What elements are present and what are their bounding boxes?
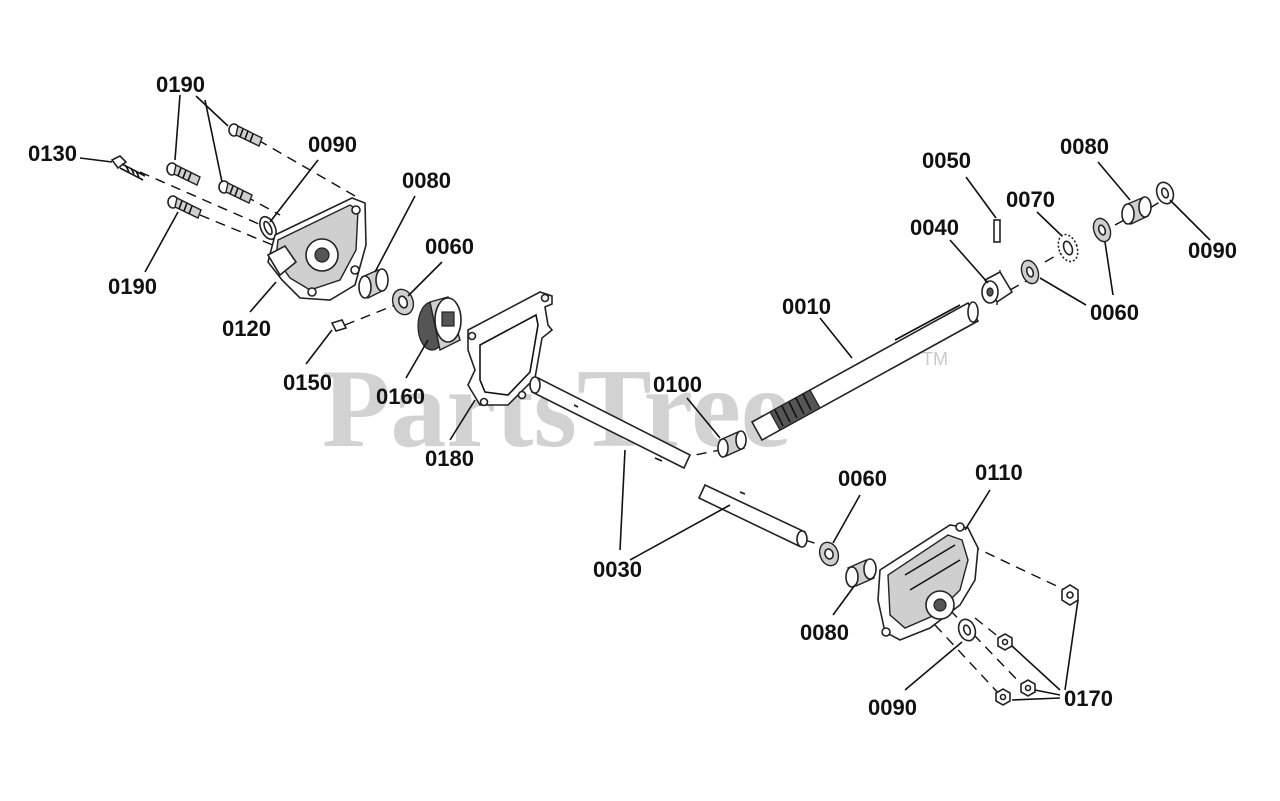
washer-0060-right (1020, 259, 1040, 285)
label-0180: 0180 (425, 446, 474, 471)
label-0160: 0160 (376, 384, 425, 409)
label-0090-right: 0090 (1188, 238, 1237, 263)
gasket-0180 (467, 291, 554, 407)
nut-0170-a (1061, 584, 1079, 606)
watermark-trademark: TM (922, 349, 948, 369)
collar-0040 (981, 270, 1014, 304)
label-0080-bottom: 0080 (800, 620, 849, 645)
gear-housing-0110 (877, 522, 979, 641)
label-0050: 0050 (922, 148, 971, 173)
bushing-0080-right (1121, 196, 1152, 225)
label-0110: 0110 (975, 460, 1023, 485)
label-0120: 0120 (222, 316, 271, 341)
thrust-bearing-0070 (1057, 233, 1079, 263)
washer-0090-bottom (957, 618, 977, 642)
label-0080-right: 0080 (1060, 134, 1109, 159)
gear-housing-0120 (266, 197, 367, 301)
pin-0050 (993, 219, 1001, 243)
bushing-0080-left (358, 268, 389, 300)
label-0040: 0040 (910, 215, 959, 240)
label-0010: 0010 (782, 294, 831, 319)
nut-0170-b (997, 633, 1013, 651)
bushing-0080-bottom (845, 558, 877, 588)
label-0090-top: 0090 (308, 132, 357, 157)
screw-0190-a (228, 123, 263, 147)
nut-0170-d (995, 688, 1011, 706)
washer-0060-bottom (818, 541, 840, 567)
label-0130: 0130 (28, 141, 77, 166)
screw-0190-c (218, 180, 253, 204)
washer-0090-left (259, 215, 277, 241)
leader-lines (79, 94, 1211, 701)
screw-0190-b (166, 162, 201, 186)
label-0060-right: 0060 (1090, 300, 1139, 325)
nut-0170-c (1020, 679, 1036, 697)
label-0150: 0150 (283, 370, 332, 395)
label-0030: 0030 (593, 557, 642, 582)
label-0190-left: 0190 (108, 274, 157, 299)
worm-shaft-0010 (750, 301, 980, 442)
key-0150 (330, 319, 348, 332)
screw-0130 (110, 155, 146, 181)
label-0090-bottom: 0090 (868, 695, 917, 720)
label-0070: 0070 (1006, 187, 1055, 212)
worm-gear-0160 (417, 296, 462, 352)
label-0060-top: 0060 (425, 234, 474, 259)
part-labels: 0190 0130 0090 0080 0060 0190 0120 0150 … (28, 72, 1237, 720)
watermark-brand: PartsTree (322, 347, 791, 471)
bushing-0100 (717, 430, 747, 458)
label-0100: 0100 (653, 372, 702, 397)
washer-0060-far (1092, 217, 1112, 243)
label-0190-top: 0190 (156, 72, 205, 97)
axle-0030 (529, 376, 808, 548)
washer-0090-right (1155, 181, 1175, 205)
label-0080-top: 0080 (402, 168, 451, 193)
label-0060-mid: 0060 (838, 466, 887, 491)
label-0170: 0170 (1064, 686, 1113, 711)
screw-0190-d (167, 195, 202, 219)
